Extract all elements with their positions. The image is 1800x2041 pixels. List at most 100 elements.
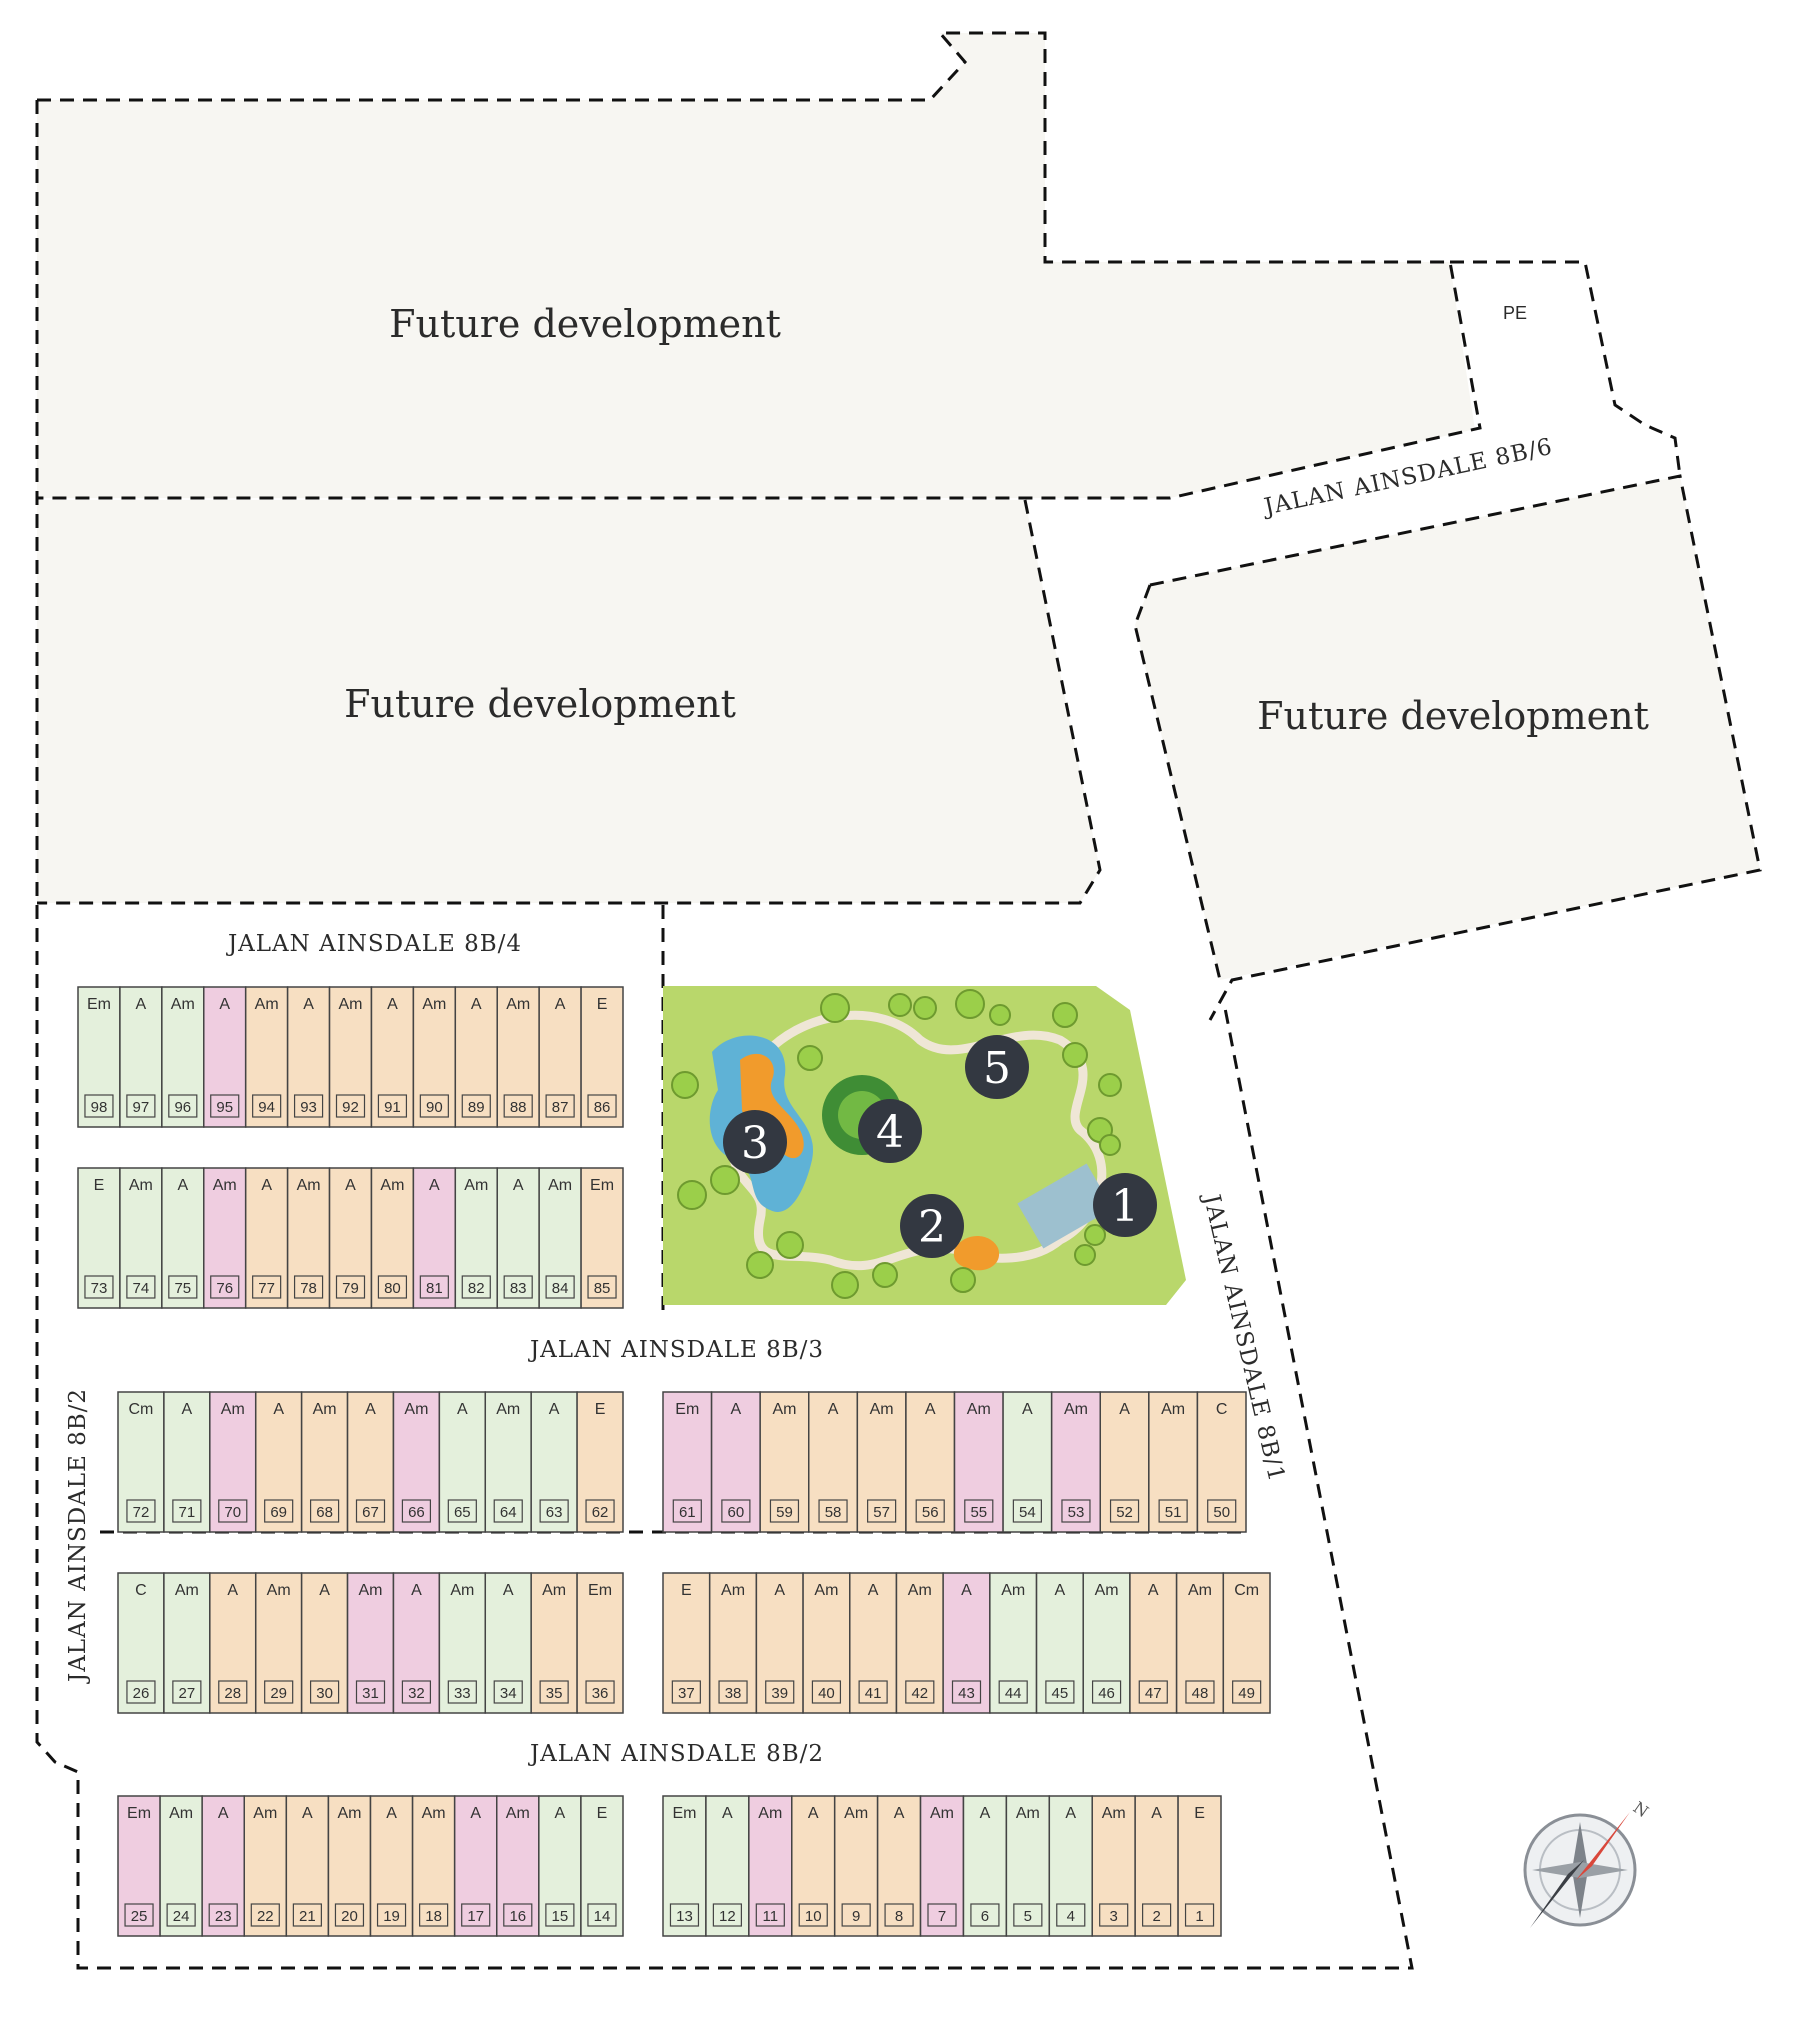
lot-89[interactable]: A89 <box>454 986 498 1128</box>
lot-3[interactable]: Am3 <box>1091 1795 1136 1937</box>
lot-95[interactable]: A95 <box>203 986 247 1128</box>
lot-2[interactable]: A2 <box>1134 1795 1179 1937</box>
lot-50[interactable]: C50 <box>1196 1391 1247 1533</box>
lot-77[interactable]: A77 <box>244 1167 289 1309</box>
lot-69[interactable]: A69 <box>254 1391 303 1533</box>
lot-19[interactable]: A19 <box>369 1795 414 1937</box>
lot-6[interactable]: A6 <box>962 1795 1008 1937</box>
lot-62[interactable]: E62 <box>576 1391 624 1533</box>
lot-14[interactable]: E14 <box>580 1795 624 1937</box>
lot-97[interactable]: A97 <box>119 986 163 1128</box>
lot-10[interactable]: A10 <box>791 1795 836 1937</box>
lot-34[interactable]: A34 <box>484 1572 532 1714</box>
lot-26[interactable]: C26 <box>117 1572 165 1714</box>
lot-12[interactable]: A12 <box>705 1795 750 1937</box>
lot-73[interactable]: E73 <box>77 1167 121 1309</box>
lot-32[interactable]: A32 <box>392 1572 441 1714</box>
facility-marker-3: 3 <box>723 1110 787 1174</box>
lot-30[interactable]: A30 <box>300 1572 349 1714</box>
lot-5[interactable]: Am5 <box>1005 1795 1051 1937</box>
lot-41[interactable]: A41 <box>849 1572 898 1714</box>
lot-37[interactable]: E37 <box>662 1572 711 1714</box>
lot-21[interactable]: A21 <box>285 1795 330 1937</box>
lot-9[interactable]: Am9 <box>833 1795 879 1937</box>
lot-15[interactable]: A15 <box>538 1795 582 1937</box>
lot-type-label: Am <box>339 996 363 1013</box>
lot-8[interactable]: A8 <box>876 1795 922 1937</box>
lot-91[interactable]: A91 <box>370 986 415 1128</box>
lot-54[interactable]: A54 <box>1002 1391 1053 1533</box>
lot-71[interactable]: A71 <box>163 1391 211 1533</box>
lot-75[interactable]: A75 <box>161 1167 205 1309</box>
lot-81[interactable]: A81 <box>412 1167 457 1309</box>
lot-28[interactable]: A28 <box>209 1572 257 1714</box>
lot-65[interactable]: A65 <box>438 1391 487 1533</box>
lot-45[interactable]: A45 <box>1035 1572 1084 1714</box>
lot-56[interactable]: A56 <box>905 1391 956 1533</box>
lot-1[interactable]: E1 <box>1177 1795 1222 1937</box>
lot-87[interactable]: A87 <box>538 986 582 1128</box>
lot-93[interactable]: A93 <box>286 986 331 1128</box>
lot-23[interactable]: A23 <box>201 1795 246 1937</box>
lot-79[interactable]: A79 <box>328 1167 373 1309</box>
lot-17[interactable]: A17 <box>453 1795 498 1937</box>
lot-58[interactable]: A58 <box>808 1391 859 1533</box>
lot-4[interactable]: A4 <box>1048 1795 1093 1937</box>
lot-39[interactable]: A39 <box>755 1572 804 1714</box>
lot-60[interactable]: A60 <box>710 1391 761 1533</box>
lot-47[interactable]: A47 <box>1129 1572 1178 1714</box>
lot-7[interactable]: Am7 <box>919 1795 965 1937</box>
lot-52[interactable]: A52 <box>1099 1391 1150 1533</box>
lot-43[interactable]: A43 <box>942 1572 991 1714</box>
lot-83[interactable]: A83 <box>496 1167 540 1309</box>
lot-67[interactable]: A67 <box>346 1391 395 1533</box>
lot-86[interactable]: E86 <box>580 986 624 1128</box>
lot-63[interactable]: A63 <box>530 1391 578 1533</box>
